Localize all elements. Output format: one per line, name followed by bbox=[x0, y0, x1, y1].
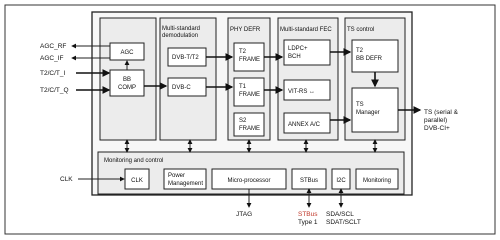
t1-frame-line1: T1 bbox=[239, 84, 247, 90]
fec-title: Multi-standard FEC bbox=[280, 27, 332, 33]
clk-signal: CLK bbox=[60, 176, 73, 183]
power-line1: Power bbox=[168, 173, 185, 179]
t2-frame-block bbox=[233, 42, 265, 72]
dvb-t2-label: DVB-T/T2 bbox=[172, 55, 199, 61]
agc-label: AGC bbox=[120, 50, 134, 56]
ldpc-line2: BCH bbox=[288, 54, 301, 60]
agc-block bbox=[109, 42, 145, 61]
agc-if-signal: AGC_IF bbox=[40, 55, 64, 62]
microprocessor-label: Micro-processor bbox=[227, 178, 270, 184]
dvb-c-label: DVB-C bbox=[172, 85, 191, 91]
demod-title-line2: demodulation bbox=[162, 33, 198, 39]
ts-out-line2: parallel) bbox=[424, 117, 447, 124]
annex-label: ANNEX A/C bbox=[288, 122, 321, 128]
i2c-signal-line1: SDA/SCL bbox=[326, 211, 354, 218]
ts-control-title: TS control bbox=[347, 27, 374, 33]
stbus-signal-line1: STBus bbox=[298, 211, 318, 218]
clk-block bbox=[124, 168, 150, 190]
t2-i-signal: T2/C/T_I bbox=[40, 70, 65, 77]
monitoring-block-label: Monitoring bbox=[363, 178, 391, 184]
vit-rs-block bbox=[283, 79, 331, 101]
ts-out-line3: DVB-CI+ bbox=[424, 125, 450, 132]
ts-out-line1: TS (serial & bbox=[424, 109, 459, 116]
monitor-title: Monitoring and control bbox=[104, 158, 163, 164]
t1-frame-line2: FRAME bbox=[239, 92, 260, 98]
phy-defr-title: PHY DEFR bbox=[230, 27, 261, 33]
annex-block bbox=[283, 112, 331, 134]
ldpc-bch-block bbox=[283, 39, 331, 66]
monitoring-block bbox=[355, 168, 399, 190]
vit-rs-label: VIT-RS ↔ bbox=[288, 89, 315, 95]
t2-bb-line1: T2 bbox=[356, 48, 364, 54]
s2-frame-line1: S2 bbox=[239, 118, 247, 124]
i2c-block-label: I2C bbox=[336, 178, 346, 184]
s2-frame-block bbox=[233, 112, 265, 137]
ts-manager-line1: TS bbox=[356, 102, 364, 108]
bb-comp-block bbox=[109, 69, 145, 97]
stbus-signal-line2: Type 1 bbox=[298, 219, 318, 226]
monitor-bus-links bbox=[124, 139, 378, 153]
power-management-block bbox=[163, 168, 207, 190]
t2-bb-line2: BB DEFR bbox=[356, 56, 383, 62]
clk-block-label: CLK bbox=[131, 178, 143, 184]
i2c-signal-line2: SDAT/SCLT bbox=[326, 219, 361, 226]
bb-comp-label-line2: COMP bbox=[118, 85, 136, 91]
t2-frame-line2: FRAME bbox=[239, 57, 260, 63]
t1-frame-block bbox=[233, 77, 265, 107]
bb-comp-label-line1: BB bbox=[123, 77, 131, 83]
jtag-signal: JTAG bbox=[236, 211, 252, 218]
t2-q-signal: T2/C/T_Q bbox=[40, 87, 69, 94]
s2-frame-line2: FRAME bbox=[239, 126, 260, 132]
power-line2: Management bbox=[168, 181, 203, 187]
stbus-block-label: STBus bbox=[300, 178, 318, 184]
outer-frame bbox=[4, 4, 496, 235]
demod-title-line1: Multi-standard bbox=[162, 26, 200, 32]
t2-frame-line1: T2 bbox=[239, 49, 247, 55]
ldpc-line1: LDPC+ bbox=[288, 46, 308, 52]
agc-rf-signal: AGC_RF bbox=[40, 43, 66, 50]
ts-manager-line2: Manager bbox=[356, 110, 380, 116]
